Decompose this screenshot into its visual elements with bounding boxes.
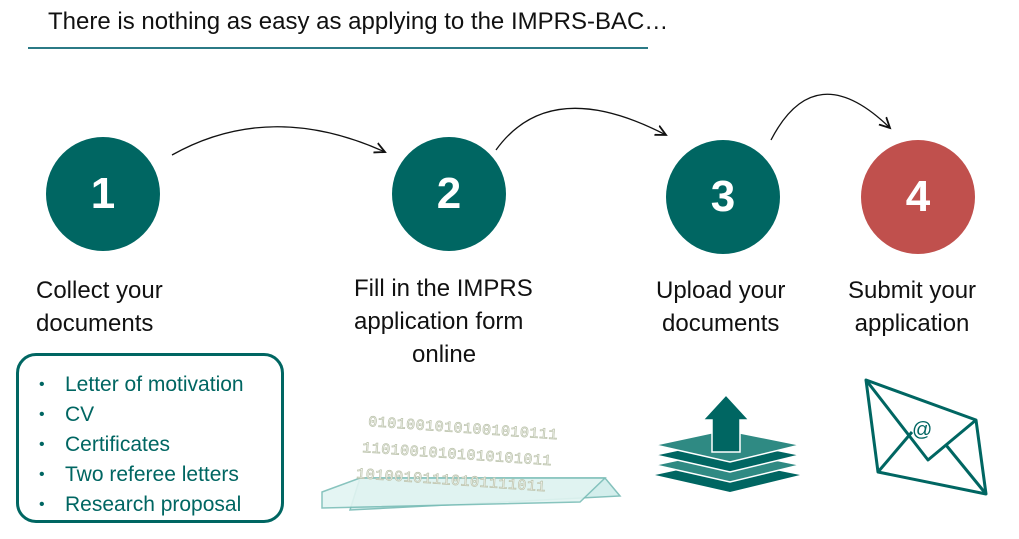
envelope-icon — [864, 378, 988, 496]
step-2-label: Fill in the IMPRS application form onlin… — [354, 272, 533, 371]
binary-line-1: 01010010101001010111 — [368, 414, 559, 444]
email-at-symbol: @ — [912, 419, 932, 441]
step-3-label-line: Upload your — [656, 277, 786, 304]
step-1-label-line: documents — [36, 310, 154, 337]
step-4-label: Submit your application — [848, 274, 976, 340]
step-3-label: Upload your documents — [656, 274, 785, 340]
list-item: • Two referee letters — [39, 460, 281, 490]
step-4-circle: 4 — [861, 140, 975, 254]
document-item: Certificates — [65, 433, 171, 456]
step-2-label-line: online — [412, 341, 477, 368]
documents-list: •Letter of motivation •CV •Certificates … — [19, 356, 281, 520]
step-4-label-line: application — [854, 310, 970, 337]
step-1-label-line: Collect your — [36, 277, 163, 304]
page-title: There is nothing as easy as applying to … — [48, 8, 669, 35]
arrow-2-to-3 — [495, 107, 666, 151]
bullet-icon: • — [39, 406, 45, 423]
step-3-circle: 3 — [666, 140, 780, 254]
document-item: CV — [65, 403, 95, 426]
list-item: • Letter of motivation — [39, 370, 281, 400]
document-item: Two referee letters — [65, 463, 239, 486]
bullet-icon: • — [39, 376, 45, 393]
step-1-label: Collect your documents — [36, 274, 163, 340]
step-2-number: 2 — [436, 169, 462, 218]
arrow-3-to-4 — [770, 93, 890, 141]
list-item: • Research proposal — [39, 490, 281, 520]
bullet-icon: • — [39, 466, 45, 483]
list-item: • Certificates — [39, 430, 281, 460]
step-2-label-line: application form — [354, 308, 524, 335]
step-3-label-line: documents — [662, 310, 780, 337]
bullet-icon: • — [39, 496, 45, 513]
step-2-circle: 2 — [392, 137, 506, 251]
binary-form-icon: 01010010101001010111 1101001010101010101… — [321, 414, 622, 511]
step-2-label-line: Fill in the IMPRS — [354, 275, 533, 302]
step-4-label-line: Submit your — [848, 277, 977, 304]
document-item: Letter of motivation — [65, 373, 244, 396]
binary-line-2: 11010010101010101011 — [362, 440, 553, 470]
bullet-icon: • — [39, 436, 45, 453]
step-1-number: 1 — [90, 169, 116, 218]
list-item: • CV — [39, 400, 281, 430]
document-item: Research proposal — [65, 493, 242, 516]
documents-list-box: •Letter of motivation •CV •Certificates … — [16, 353, 284, 523]
step-1-circle: 1 — [46, 137, 160, 251]
step-4-number: 4 — [905, 172, 931, 221]
step-3-number: 3 — [710, 172, 736, 221]
title-underline — [28, 47, 648, 49]
upload-stack-icon — [654, 393, 801, 492]
arrow-1-to-2 — [171, 126, 385, 156]
